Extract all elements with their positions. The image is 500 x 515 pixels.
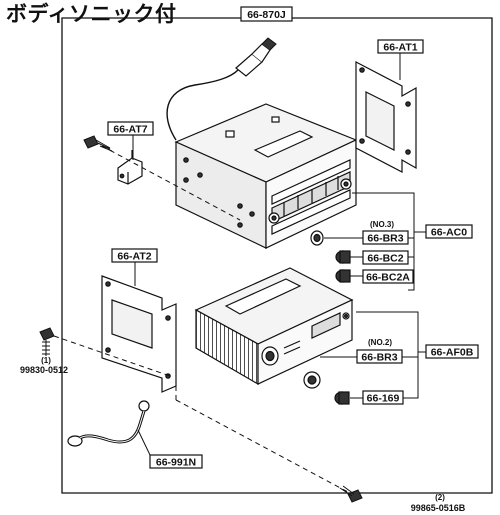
svg-text:66-991N: 66-991N [156,457,196,469]
leader-dashed-bolt-left [53,335,171,377]
callout-knob-lower: (NO.2) 66-BR3 [356,338,403,364]
knob-upper [310,230,324,246]
svg-text:66-BR3: 66-BR3 [361,352,397,364]
svg-text:66-BC2A: 66-BC2A [366,272,410,284]
svg-text:66-AT7: 66-AT7 [113,124,147,136]
callout-kit-upper: 66-AC0 [425,224,473,239]
cap-upper-2 [335,269,351,283]
svg-text:66-870J: 66-870J [247,9,286,21]
bolt-left [39,327,55,356]
bolt-left-note: (1) [41,356,51,365]
kit-upper-bracket [352,192,415,291]
screw-left [83,135,113,152]
kit-lower-bracket [356,311,419,399]
callout-bracket-left: 66-AT7 [107,121,154,160]
knob-lower [303,371,321,389]
svg-text:(NO.2): (NO.2) [368,338,392,347]
diagram-title: ボディソニック付 [6,2,177,26]
callout-cap-lower: 66-169 [362,390,404,405]
amplifier-unit [194,267,354,386]
bracket-left [117,150,143,185]
svg-text:66-169: 66-169 [367,393,400,405]
bolt-bottom-part: 99865-0516B [411,503,466,513]
head-unit [174,103,358,249]
svg-text:66-BR3: 66-BR3 [367,233,403,245]
bracket-lower [101,275,177,393]
cap-upper-1 [335,250,351,264]
callout-main-unit: 66-870J [240,6,293,22]
svg-text:66-BC2: 66-BC2 [367,253,403,265]
svg-text:66-AC0: 66-AC0 [431,227,467,239]
ground-strap [67,400,150,447]
svg-text:66-AT1: 66-AT1 [383,42,417,54]
diagram-frame [61,17,493,494]
bolt-bottom [339,485,363,503]
bolt-left-part: 99830-0512 [20,365,68,375]
svg-text:66-AT2: 66-AT2 [117,251,151,263]
bolt-bottom-note: (2) [435,493,445,502]
callout-kit-lower: 66-AF0B [425,344,479,359]
callout-cap-upper-2: 66-BC2A [362,269,414,284]
cap-lower [334,391,350,405]
callout-bracket-lower: 66-AT2 [111,248,158,286]
callout-ground-strap: 66-991N [137,429,203,469]
leader-dashed-left [101,145,241,221]
bracket-right [355,61,417,173]
callout-bracket-right: 66-AT1 [377,39,424,80]
svg-text:66-AF0B: 66-AF0B [431,347,474,359]
svg-text:(NO.3): (NO.3) [370,220,394,229]
callout-cap-upper-1: 66-BC2 [362,250,409,265]
power-cable [166,37,277,141]
callout-knob-upper: (NO.3) 66-BR3 [362,220,409,245]
